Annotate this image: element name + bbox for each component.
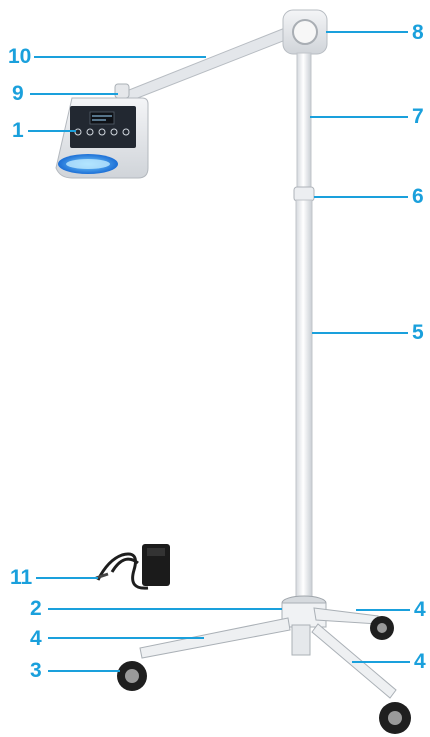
callout-number-7: 7 [412, 106, 424, 127]
callout-number-4-left: 4 [30, 628, 42, 649]
leader-line-1 [28, 130, 76, 132]
leader-line-10 [34, 56, 206, 58]
leader-line-7 [310, 116, 408, 118]
leader-line-3 [48, 670, 120, 672]
leader-line-2 [48, 608, 282, 610]
callout-number-8: 8 [412, 22, 424, 43]
callout-number-5: 5 [412, 322, 424, 343]
leader-line-4-right-lower [352, 661, 410, 663]
upper-pole [297, 53, 311, 199]
pivot-joint [283, 10, 327, 54]
leader-line-11 [36, 577, 98, 579]
leader-line-9 [30, 93, 118, 95]
base-legs [140, 608, 396, 698]
leader-line-4-right-upper [356, 609, 410, 611]
lower-pole [296, 200, 312, 598]
callout-number-4-right-lower: 4 [414, 651, 426, 672]
callout-number-2: 2 [30, 598, 42, 619]
leader-line-6 [314, 196, 408, 198]
callout-number-6: 6 [412, 186, 424, 207]
height-adjuster [294, 187, 314, 201]
callout-number-11: 11 [10, 567, 32, 588]
power-adapter [96, 544, 170, 588]
callout-number-3: 3 [30, 660, 42, 681]
callout-number-1: 1 [12, 120, 24, 141]
callout-number-4-right-upper: 4 [414, 599, 426, 620]
arm [124, 22, 306, 101]
leader-line-4-left [48, 637, 204, 639]
leader-line-5 [312, 332, 408, 334]
callout-number-10: 10 [8, 46, 31, 67]
leader-line-8 [326, 31, 408, 33]
callout-number-9: 9 [12, 83, 24, 104]
